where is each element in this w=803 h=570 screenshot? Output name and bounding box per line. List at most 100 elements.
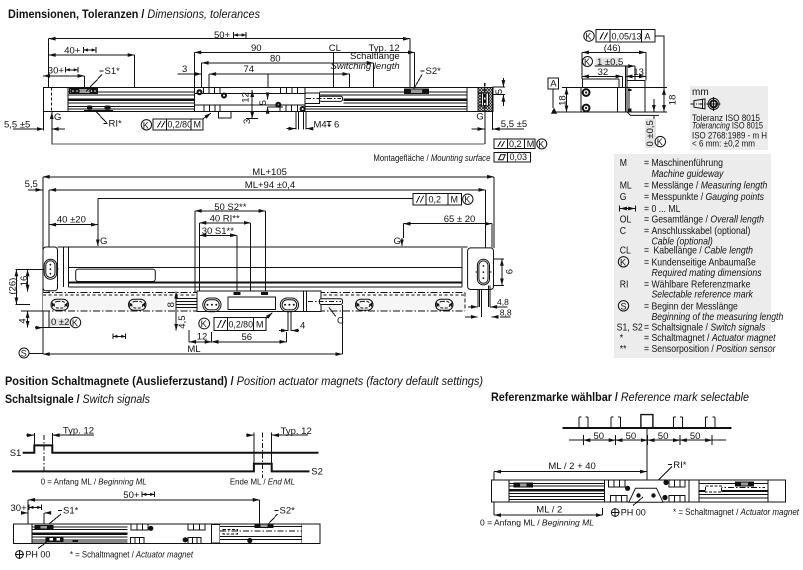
svg-text:K: K: [657, 137, 663, 147]
svg-text:ML+94 ±0,4: ML+94 ±0,4: [245, 180, 295, 191]
svg-text:0,2/80: 0,2/80: [168, 119, 193, 129]
svg-text:8: 8: [166, 302, 177, 307]
svg-text:Maschinenführung: Maschinenführung: [651, 157, 722, 168]
svg-text:RI*: RI*: [109, 119, 123, 130]
svg-text:K: K: [620, 258, 626, 268]
svg-text:S2: S2: [311, 467, 323, 478]
svg-text:8,8: 8,8: [500, 307, 512, 317]
svg-text:0 ±2: 0 ±2: [51, 317, 69, 328]
svg-text:Sensorposition / Position sens: Sensorposition / Position sensor: [651, 343, 776, 354]
svg-text:G: G: [620, 191, 627, 202]
svg-text:K: K: [72, 318, 78, 328]
svg-text:40 ±20: 40 ±20: [57, 214, 86, 225]
svg-text:Messlänge / Measuring length: Messlänge / Measuring length: [651, 180, 767, 191]
svg-text:Kabellänge / Cable length: Kabellänge / Cable length: [653, 245, 753, 256]
svg-text:Typ. 12: Typ. 12: [281, 426, 312, 437]
svg-text:Required mating dimensions: Required mating dimensions: [651, 267, 761, 278]
svg-text:5,5: 5,5: [25, 179, 38, 190]
svg-text:12: 12: [240, 92, 251, 103]
svg-text:=: =: [644, 245, 649, 256]
svg-text:* = Schaltmagnet / Actuator ma: * = Schaltmagnet / Actuator magnet: [673, 507, 799, 517]
svg-text:30 S1**: 30 S1**: [202, 226, 235, 237]
svg-text:PH 00: PH 00: [621, 508, 646, 518]
svg-text:ML: ML: [620, 180, 632, 191]
svg-text:=: =: [644, 332, 649, 343]
svg-text:4,8: 4,8: [497, 297, 509, 307]
svg-text:=: =: [644, 214, 649, 225]
svg-text:50 S2**: 50 S2**: [214, 202, 247, 213]
svg-text:12: 12: [197, 332, 208, 343]
svg-text:M: M: [620, 157, 627, 168]
svg-text:Referenzmarke wählbar / Refere: Referenzmarke wählbar / Reference mark s…: [491, 390, 749, 404]
svg-text:ML / 2: ML / 2: [536, 504, 562, 515]
svg-text:S1: S1: [10, 448, 22, 459]
svg-text:65 ± 20: 65 ± 20: [444, 214, 476, 225]
svg-text:Beginn der Messlänge: Beginn der Messlänge: [651, 301, 737, 312]
svg-text:40+: 40+: [64, 46, 81, 57]
svg-text:S2*: S2*: [280, 505, 296, 516]
svg-text:*: *: [620, 332, 624, 343]
svg-text:90: 90: [251, 43, 262, 54]
svg-text:M4: M4: [314, 120, 327, 131]
svg-text:K: K: [464, 195, 470, 205]
svg-text:K: K: [143, 120, 149, 130]
svg-text:0 ... ML: 0 ... ML: [651, 203, 680, 214]
svg-text:Typ. 12: Typ. 12: [63, 425, 94, 436]
svg-text:S1*: S1*: [63, 505, 79, 516]
svg-text:Toleranz ISO 8015: Toleranz ISO 8015: [692, 113, 760, 124]
svg-text:74: 74: [244, 64, 255, 75]
svg-text:mm: mm: [692, 87, 709, 98]
svg-text:30+: 30+: [48, 65, 65, 76]
svg-text:50+: 50+: [123, 490, 140, 501]
svg-text:=: =: [644, 301, 649, 312]
svg-text:Schaltlänge: Schaltlänge: [350, 51, 400, 62]
svg-text:OL: OL: [620, 214, 632, 225]
svg-text:50+: 50+: [214, 30, 231, 41]
svg-text:3: 3: [182, 64, 187, 75]
svg-text:5: 5: [258, 100, 269, 105]
svg-text:4: 4: [18, 318, 29, 323]
svg-text:RI*: RI*: [673, 460, 687, 471]
svg-text:Cable (optional): Cable (optional): [651, 236, 712, 247]
svg-text:Anschlusskabel (optional): Anschlusskabel (optional): [651, 225, 750, 236]
svg-text:PH 00: PH 00: [25, 550, 50, 560]
svg-text:30+: 30+: [11, 503, 28, 514]
svg-text:Machine guideway: Machine guideway: [651, 168, 724, 179]
svg-text:K: K: [584, 57, 590, 67]
svg-text:M: M: [451, 194, 459, 204]
svg-text:6: 6: [505, 269, 516, 274]
svg-text:G: G: [54, 112, 61, 123]
svg-text:K: K: [201, 319, 207, 329]
svg-text:32: 32: [598, 67, 609, 78]
svg-text:M: M: [256, 319, 264, 329]
svg-text:Typ. 12: Typ. 12: [369, 43, 400, 54]
svg-text:(26): (26): [7, 278, 18, 295]
svg-text:Ende ML / End ML: Ende ML / End ML: [230, 476, 295, 486]
svg-text:C: C: [337, 316, 344, 327]
svg-text:0,03: 0,03: [510, 152, 528, 162]
svg-text:S1*: S1*: [105, 66, 121, 77]
svg-text:=: =: [644, 322, 649, 333]
svg-text:18: 18: [558, 95, 569, 106]
svg-text:ML+105: ML+105: [252, 167, 287, 178]
svg-text:0,2/80: 0,2/80: [229, 319, 254, 329]
svg-text:4: 4: [300, 320, 305, 331]
svg-text:0,05/13: 0,05/13: [612, 31, 642, 41]
svg-text:0,2: 0,2: [509, 139, 522, 149]
svg-text:ISO 2768:1989 - m H: ISO 2768:1989 - m H: [692, 131, 767, 142]
svg-text:=: =: [644, 203, 649, 214]
svg-text:56: 56: [242, 332, 253, 343]
svg-text:16: 16: [19, 276, 30, 287]
svg-text:0,2: 0,2: [429, 194, 442, 204]
svg-text:Kundenseitige Anbaumaße: Kundenseitige Anbaumaße: [651, 257, 755, 268]
svg-text:Wählbare Referenzmarke: Wählbare Referenzmarke: [651, 279, 750, 290]
svg-text:5,5 ±5: 5,5 ±5: [4, 119, 30, 130]
svg-text:1 ±0,5: 1 ±0,5: [597, 57, 623, 68]
svg-text:Messpunkte / Gauging points: Messpunkte / Gauging points: [651, 191, 764, 202]
svg-text:Tolerancing ISO 8015: Tolerancing ISO 8015: [692, 121, 763, 132]
svg-text:0 = Anfang ML / Beginning ML: 0 = Anfang ML / Beginning ML: [41, 476, 147, 486]
svg-text:18: 18: [667, 95, 678, 106]
svg-text:G: G: [100, 236, 107, 247]
svg-text:(46): (46): [604, 43, 621, 54]
svg-text:=: =: [644, 180, 649, 191]
